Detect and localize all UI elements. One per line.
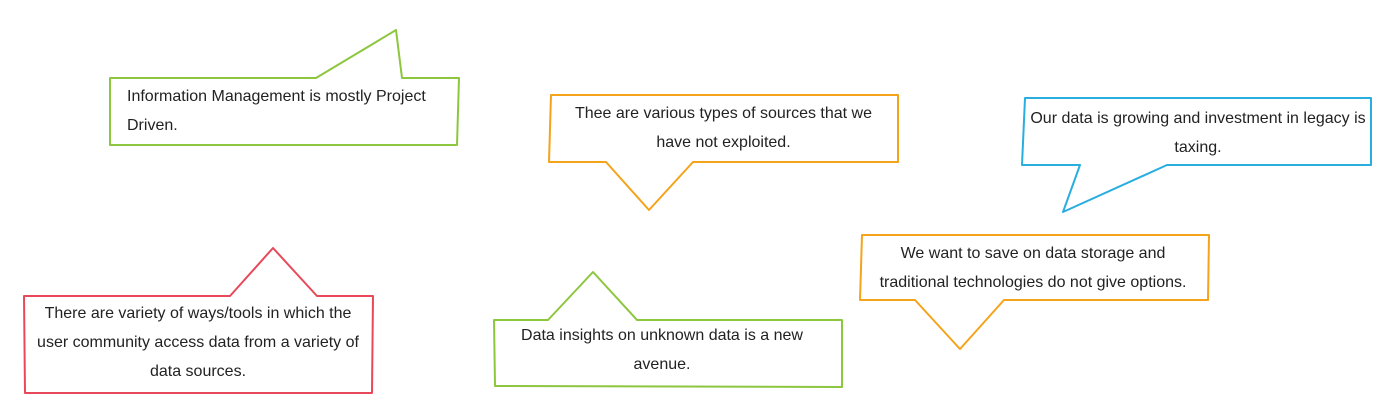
callout-bubble-project-driven (109, 29, 460, 146)
callout-text-sources: Thee are various types of sources that w… (574, 105, 873, 151)
callout-text-legacy: Our data is growing and investment in le… (1030, 110, 1366, 156)
callout-bubble-storage (859, 234, 1210, 350)
callout-bubble-sources (548, 94, 899, 211)
callout-text-insights: Data insights on unknown data is a new a… (521, 327, 803, 373)
callout-text-storage: We want to save on data storage and trad… (879, 245, 1187, 291)
callout-bubble-legacy (1021, 97, 1372, 213)
callout-text-tools: There are variety of ways/tools in which… (37, 305, 359, 380)
callout-text-project-driven: Information Management is mostly Project… (127, 88, 426, 134)
callout-bubble-tools (23, 247, 374, 394)
callout-bubble-insights (493, 271, 843, 388)
